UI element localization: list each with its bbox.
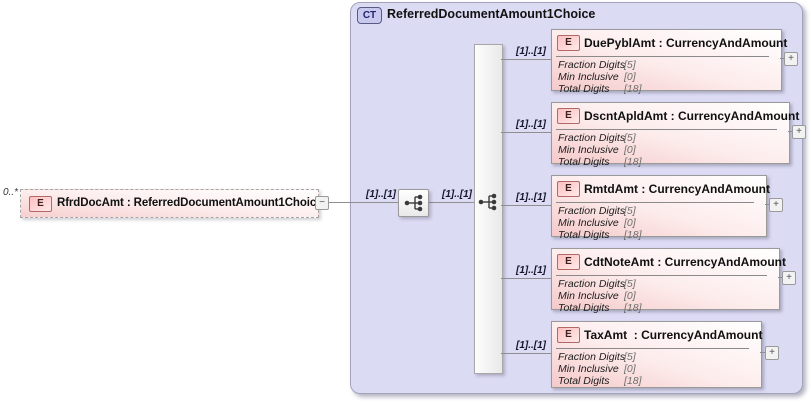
ct-badge: CT [357,7,382,24]
element-rmtdamt[interactable]: E RmtdAmt : CurrencyAndAmount Fraction D… [551,175,770,241]
element-taxamt[interactable]: E TaxAmt : CurrencyAndAmount Fraction Di… [551,321,762,388]
connector-line [765,204,770,205]
occurrence-label: 0..* [3,187,19,198]
facet-name: Fraction Digits [558,132,626,144]
expand-icon[interactable]: + [765,346,779,360]
element-title: TaxAmt : CurrencyAndAmount [584,328,763,342]
branch-line [501,353,551,354]
choice-bar [474,44,503,374]
facet-value: [0] [624,217,636,229]
connector-line [317,202,398,203]
expand-icon[interactable]: + [769,198,783,212]
branch-line [501,278,551,279]
element-badge-icon: E [557,327,580,343]
facet-name: Total Digits [558,302,610,314]
facet-name: Min Inclusive [558,363,619,375]
connector-line [780,58,785,59]
separator [556,348,749,349]
element-rfrddocamt[interactable]: E RfrdDocAmt : ReferredDocumentAmount1Ch… [20,189,323,218]
collapse-icon[interactable]: − [315,196,329,210]
facet-value: [0] [624,144,636,156]
facet-value: [18] [624,375,642,387]
facet-value: [5] [624,132,636,144]
cardinality-label: [1]..[1] [516,46,546,57]
element-title: RmtdAmt : CurrencyAndAmount [584,182,770,196]
facet-value: [18] [624,229,642,241]
cardinality-label: [1]..[1] [516,192,546,203]
facet-value: [0] [624,290,636,302]
separator [556,129,777,130]
connector-line [760,352,766,353]
branch-line [501,132,551,133]
branch-line [501,59,551,60]
element-duepyblamt[interactable]: E DuePyblAmt : CurrencyAndAmount Fractio… [551,29,787,95]
connector-line [778,277,783,278]
element-badge-icon: E [557,35,580,51]
separator [556,56,769,57]
choice-icon-secondary[interactable] [477,193,499,211]
expand-icon[interactable]: + [792,125,806,139]
facet-name: Fraction Digits [558,278,626,290]
cardinality-label: [1]..[1] [442,189,472,200]
element-cdtnoteamt[interactable]: E CdtNoteAmt : CurrencyAndAmount Fractio… [551,248,786,314]
panel-title: ReferredDocumentAmount1Choice [387,7,596,21]
element-title: DuePyblAmt : CurrencyAndAmount [584,36,788,50]
element-title: RfrdDocAmt : ReferredDocumentAmount1Choi… [57,197,323,209]
expand-icon[interactable]: + [782,271,796,285]
choice-icon[interactable] [398,189,429,217]
expand-icon[interactable]: + [784,52,798,66]
cardinality-label: [1]..[1] [516,265,546,276]
facet-value: [0] [624,363,636,375]
separator [556,275,767,276]
facet-value: [18] [624,83,642,95]
facet-value: [18] [624,302,642,314]
facet-value: [0] [624,71,636,83]
cardinality-label: [1]..[1] [516,119,546,130]
element-title: CdtNoteAmt : CurrencyAndAmount [584,255,786,269]
facet-value: [5] [624,205,636,217]
facet-name: Min Inclusive [558,144,619,156]
element-dscntapldamt[interactable]: E DscntApldAmt : CurrencyAndAmount Fract… [551,102,799,168]
element-title: DscntApldAmt : CurrencyAndAmount [584,109,800,123]
facet-value: [5] [624,278,636,290]
facet-name: Min Inclusive [558,217,619,229]
facet-name: Total Digits [558,229,610,241]
facet-name: Fraction Digits [558,205,626,217]
element-badge-icon: E [557,108,580,124]
connector-line [788,131,793,132]
facet-name: Total Digits [558,156,610,168]
choice-glyph [404,194,422,212]
connector-line [427,202,474,203]
facet-name: Total Digits [558,375,610,387]
facet-name: Total Digits [558,83,610,95]
element-badge-icon: E [29,196,52,212]
element-badge-icon: E [557,254,580,270]
element-badge-icon: E [557,181,580,197]
facet-value: [18] [624,156,642,168]
facet-value: [5] [624,59,636,71]
cardinality-label: [1]..[1] [366,189,396,200]
facet-name: Fraction Digits [558,351,626,363]
separator [556,202,754,203]
branch-line [501,205,551,206]
facet-name: Min Inclusive [558,71,619,83]
facet-name: Fraction Digits [558,59,626,71]
facet-value: [5] [624,351,636,363]
cardinality-label: [1]..[1] [516,340,546,351]
facet-name: Min Inclusive [558,290,619,302]
